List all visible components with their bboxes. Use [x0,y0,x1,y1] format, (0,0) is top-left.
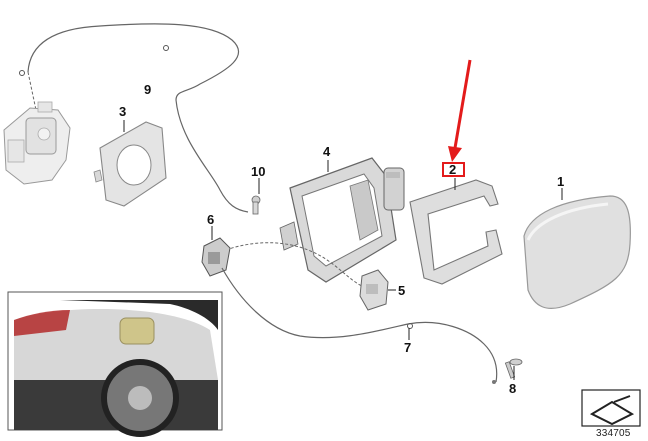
callout-6: 6 [207,212,214,227]
callout-1: 1 [557,174,564,189]
bezel-part-3 [93,121,167,207]
callout-4: 4 [323,144,331,159]
cable-9 [27,23,249,213]
callout-5: 5 [398,283,405,298]
clip-part-10 [251,195,261,215]
housing-part-4 [279,157,405,283]
callout-8: 8 [509,381,516,396]
callout-7: 7 [404,340,411,355]
callout-9: 9 [144,82,151,97]
callout-2: 2 [449,162,456,177]
vehicle-inset [7,291,223,437]
bracket-part-6 [201,237,231,277]
cable-7 [221,267,498,383]
callout-3: 3 [119,104,126,119]
seal-part-2 [409,179,503,285]
highlight-box [442,162,465,177]
callout-10: 10 [251,164,265,179]
pin-part-8 [504,358,523,379]
highlight-arrow [453,59,472,149]
reference-number: 334705 [596,428,631,439]
latch-part-5 [359,269,389,311]
view-orientation-icon [581,389,641,427]
lock-actuator-part [3,101,71,185]
flap-part-1 [523,195,631,309]
